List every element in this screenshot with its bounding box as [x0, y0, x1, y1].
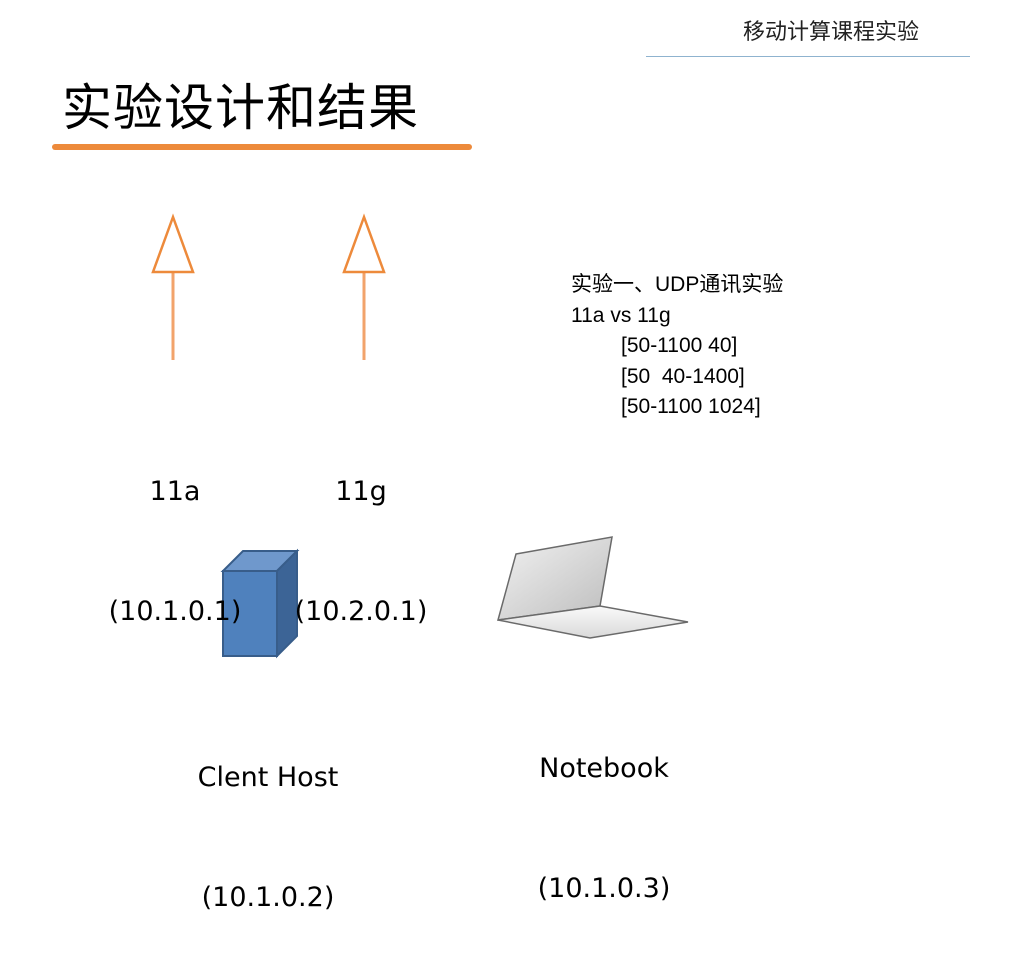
page-title: 实验设计和结果 — [62, 79, 419, 137]
node-label-client-host: Clent Host (10.1.0.2) — [170, 678, 366, 958]
node-label-11g: 11g (10.2.0.1) — [286, 392, 436, 672]
node-ip-11g: (10.2.0.1) — [294, 596, 428, 627]
course-title: 移动计算课程实验 — [742, 20, 919, 45]
laptop-icon — [496, 536, 689, 639]
topology-diagram — [151, 213, 689, 659]
node-ip-notebook: (10.1.0.3) — [537, 873, 671, 904]
node-ip-11a: (10.1.0.1) — [108, 596, 242, 627]
node-name-11g: 11g — [335, 476, 387, 507]
node-name-11a: 11a — [149, 476, 201, 507]
node-ip-client-host: (10.1.0.2) — [201, 882, 335, 913]
arrow-11a-icon — [151, 213, 195, 360]
experiment-param: [50-1100 1024] — [621, 395, 761, 418]
server-tower-icon — [220, 548, 300, 659]
node-name-notebook: Notebook — [539, 753, 669, 784]
header-divider — [646, 56, 970, 57]
title-underline — [52, 144, 472, 150]
node-label-notebook: Notebook (10.1.0.3) — [508, 669, 700, 949]
experiment-comparison: 11a vs 11g — [571, 303, 671, 327]
experiment-heading: 实验一、UDP通讯实验 — [571, 273, 784, 296]
node-label-11a: 11a (10.1.0.1) — [100, 392, 250, 672]
arrow-11g-icon — [342, 213, 386, 360]
node-name-client-host: Clent Host — [197, 762, 339, 793]
experiment-param: [50-1100 40] — [621, 334, 738, 357]
experiment-param: [50 40-1400] — [621, 364, 745, 388]
experiment-notes: 实验一、UDP通讯实验 11a vs 11g [50-1100 40] [50 … — [571, 270, 783, 423]
